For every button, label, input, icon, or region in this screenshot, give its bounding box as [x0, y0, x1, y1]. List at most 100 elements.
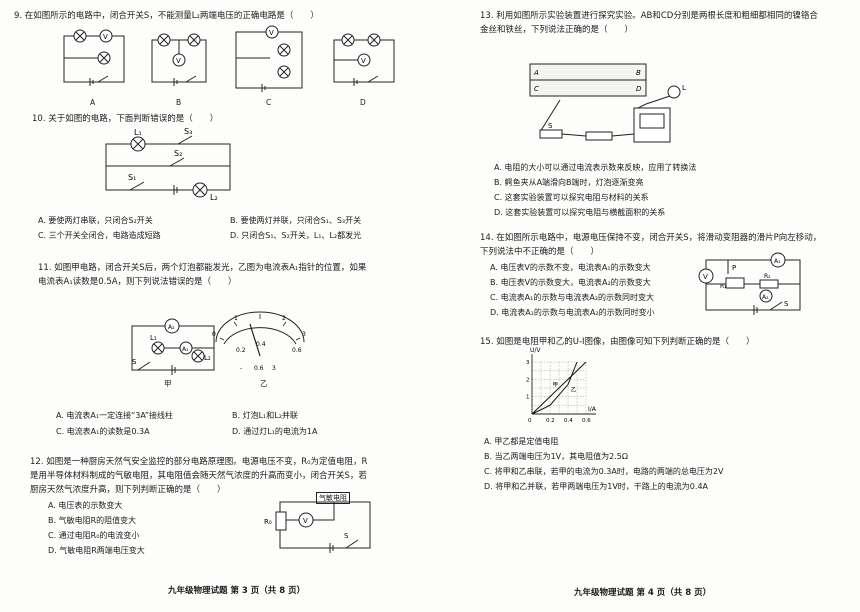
- svg-text:S₂: S₂: [174, 149, 182, 158]
- q12-stem-line1: 12. 如图是一种厨房天然气安全监控的部分电路原理图。电源电压不变，R₀为定值电…: [30, 457, 368, 467]
- left-page-footer: 九年级物理试题 第 3 页（共 8 页）: [168, 586, 306, 596]
- q9-circuit-a: V: [63, 29, 125, 86]
- svg-text:R₁: R₁: [720, 283, 727, 290]
- q9-label-d: D: [360, 98, 366, 107]
- q9-label-c: C: [266, 98, 272, 107]
- x-tick-label: 0.2: [546, 418, 555, 424]
- q12-stem-line3: 厨房天然气浓度升高，则下列判断正确的是（ ）: [30, 485, 226, 495]
- q10-circuit: L₁ S₃ S₂ S₁ L₂: [105, 127, 231, 202]
- q11-circuit-jia: A₂ L₁ A₁ L₂ S: [131, 318, 215, 375]
- q14-option-d: D. 电流表A₁的示数与电流表A₂的示数同时变小: [490, 308, 655, 317]
- q11-option-b: B. 灯泡L₁和L₂并联: [232, 411, 298, 420]
- q12-option-a: A. 电压表的示数变大: [48, 501, 123, 510]
- q10-option-a: A. 要使两灯串联，只闭合S₂开关: [38, 216, 153, 225]
- left-page: 9. 在如图所示的电路中，闭合开关S，不能测量L₂两端电压的正确电路是（ ） V…: [14, 11, 395, 596]
- svg-text:V: V: [269, 29, 274, 37]
- q11-stem-line2: 电流表A₁读数是0.5A，则下列说法错误的是（ ）: [38, 277, 237, 287]
- svg-text:V: V: [703, 273, 708, 281]
- q11-label-jia: 甲: [164, 379, 172, 388]
- svg-text:P: P: [732, 264, 736, 272]
- svg-text:S: S: [784, 300, 789, 308]
- q14-option-b: B. 电压表V的示数变大，电流表A₂的示数变大: [490, 278, 651, 287]
- q11-stem-line1: 11. 如图甲电路，闭合开关S后，两个灯泡都能发光，乙图为电流表A₁指针的位置，…: [38, 263, 367, 273]
- q13-option-d: D. 这套实验装置可以探究电阻与横截面积的关系: [494, 208, 666, 217]
- series-label-jia: 甲: [553, 381, 559, 388]
- svg-text:S: S: [344, 532, 349, 540]
- y-axis-label: U/V: [530, 347, 541, 354]
- svg-text:0.6: 0.6: [254, 365, 264, 372]
- svg-text:S₃: S₃: [184, 127, 192, 136]
- q12-option-d: D. 气敏电阻R两端电压变大: [48, 546, 145, 555]
- y-tick-label: 1: [526, 395, 530, 401]
- q15-option-d: D. 将甲和乙并联，若甲两端电压为1V时，干路上的电流为0.4A: [484, 482, 709, 491]
- svg-text:A₂: A₂: [762, 294, 769, 301]
- svg-text:0.6: 0.6: [292, 347, 302, 354]
- q9-label-a: A: [90, 98, 96, 107]
- q9-stem: 9. 在如图所示的电路中，闭合开关S，不能测量L₂两端电压的正确电路是（ ）: [14, 11, 319, 21]
- q11-option-c: C. 电流表A₁的读数是0.3A: [56, 427, 150, 436]
- right-page: 13. 利用如图所示实验装置进行探究实验。AB和CD分别是两根长度和粗细都相同的…: [430, 0, 860, 612]
- q15-option-c: C. 将甲和乙串联，若甲的电流为0.3A时，电路的两端的总电压为2V: [484, 467, 724, 476]
- svg-text:S₁: S₁: [128, 173, 136, 182]
- svg-text:2: 2: [282, 315, 286, 322]
- q12-sensor-label: 气敏电阻: [316, 492, 350, 504]
- svg-text:A: A: [533, 69, 539, 77]
- q13-option-a: A. 电阻的大小可以通过电流表示数来反映，应用了转换法: [494, 163, 697, 172]
- q10-stem: 10. 关于如图的电路，下面判断错误的是（ ）: [32, 114, 219, 124]
- svg-text:D: D: [636, 85, 642, 93]
- q13-stem-line2: 金丝和铁丝，下列说法正确的是（ ）: [480, 25, 634, 35]
- q10-option-b: B. 要使两灯并联，只闭合S₁、S₃开关: [230, 216, 362, 225]
- x-tick-label: 0.6: [582, 418, 591, 424]
- series-line-yi: [531, 361, 578, 415]
- svg-text:3: 3: [302, 331, 306, 338]
- q14-stem-line2: 下列说法中不正确的是（ ）: [480, 247, 600, 257]
- svg-text:-: -: [240, 365, 242, 372]
- svg-text:L₂: L₂: [210, 193, 218, 202]
- y-tick-label: 3: [526, 360, 530, 366]
- x-tick-label: 0.4: [564, 418, 573, 424]
- svg-text:0.4: 0.4: [256, 341, 266, 348]
- q13-apparatus: A B C D S L: [529, 63, 686, 143]
- q10-option-c: C. 三个开关全闭合，电路造成短路: [38, 231, 161, 240]
- q12-option-c: C. 通过电阻R₀的电流变小: [48, 531, 140, 540]
- svg-text:A₂: A₂: [168, 324, 175, 331]
- q12-stem-line2: 是用半导体材料制成的气敏电阻，其电阻值会随天然气浓度的升高而变小，闭合开关S，若: [30, 471, 367, 481]
- svg-text:V: V: [303, 517, 308, 525]
- q15-stem: 15. 如图是电阻甲和乙的U-I图像，由图像可知下列判断正确的是（ ）: [480, 337, 755, 347]
- q11-option-a: A. 电流表A₁一定连接“3A”接线柱: [56, 411, 173, 420]
- y-tick-label: 2: [526, 377, 530, 383]
- svg-text:A₁: A₁: [182, 346, 189, 353]
- q10-option-d: D. 只闭合S₁、S₂开关，L₁、L₂都发光: [230, 231, 362, 240]
- svg-text:C: C: [534, 85, 539, 93]
- svg-text:0: 0: [212, 331, 216, 338]
- q9-circuit-b: V: [151, 33, 207, 86]
- q15-option-b: B. 当乙两端电压为1V，其电阻值为2.5Ω: [484, 452, 628, 461]
- svg-text:V: V: [103, 33, 108, 41]
- q9-label-b: B: [176, 98, 182, 107]
- q14-option-c: C. 电流表A₁的示数与电流表A₂的示数同时变大: [490, 293, 655, 302]
- q9-circuits: V V V V: [63, 25, 395, 92]
- svg-text:R₀: R₀: [264, 518, 272, 526]
- svg-text:L₂: L₂: [204, 354, 211, 362]
- svg-text:L₁: L₁: [134, 128, 142, 137]
- q15-option-a: A. 甲乙都是定值电阻: [484, 437, 559, 446]
- svg-text:3: 3: [272, 365, 276, 372]
- series-line-jia: [531, 361, 587, 415]
- q13-option-b: B. 鳄鱼夹从A端滑向B端时，灯泡逐渐变亮: [494, 178, 644, 187]
- q9-circuit-c: V: [235, 25, 303, 92]
- svg-text:L: L: [682, 84, 686, 92]
- right-page-footer: 九年级物理试题 第 4 页（共 8 页）: [574, 588, 712, 598]
- svg-text:S: S: [548, 122, 553, 130]
- series-label-yi: 乙: [571, 386, 577, 393]
- q14-stem-line1: 14. 在如图所示电路中，电源电压保持不变，闭合开关S，将滑动变阻器的滑片P向左…: [480, 233, 822, 243]
- svg-text:S: S: [132, 358, 137, 366]
- svg-text:1: 1: [234, 315, 238, 322]
- q12-circuit: R₀ V S: [264, 501, 371, 553]
- x-tick-label: 0: [528, 418, 532, 424]
- svg-text:V: V: [176, 57, 181, 65]
- svg-text:L₁: L₁: [150, 334, 157, 342]
- q13-option-c: C. 这套实验装置可以探究电阻与材料的关系: [494, 193, 649, 202]
- svg-text:B: B: [636, 69, 641, 77]
